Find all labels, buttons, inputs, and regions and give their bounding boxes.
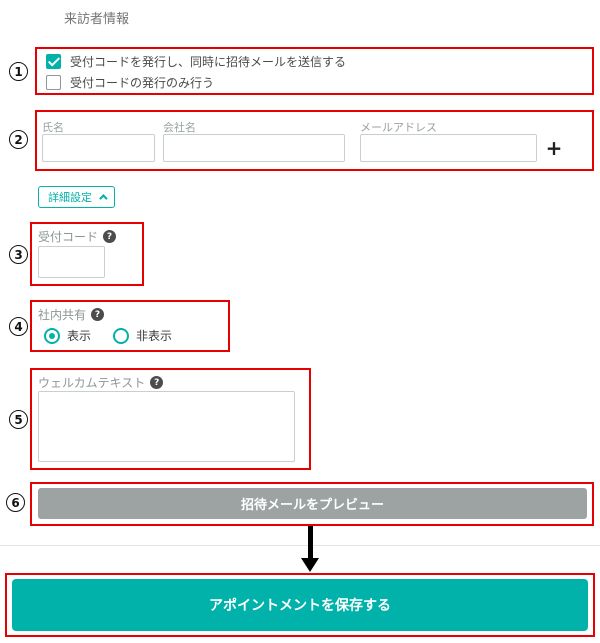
checkbox-label: 受付コードの発行のみ行う bbox=[70, 76, 215, 90]
name-field[interactable] bbox=[42, 134, 155, 162]
reception-code-label: 受付コード bbox=[38, 230, 99, 244]
name-field-label: 氏名 bbox=[42, 121, 64, 134]
internal-share-label: 社内共有 bbox=[38, 308, 87, 322]
annotation-number-2: 2 bbox=[9, 130, 28, 149]
annotation-number-1: 1 bbox=[9, 62, 28, 81]
welcome-text-label: ウェルカムテキスト bbox=[38, 376, 146, 390]
radio-option-hide[interactable]: 非表示 bbox=[113, 327, 172, 344]
checkbox-unchecked-icon[interactable] bbox=[46, 75, 61, 90]
page-title: 来訪者情報 bbox=[64, 12, 130, 27]
company-field[interactable] bbox=[163, 134, 345, 162]
checkbox-issue-code-only[interactable]: 受付コードの発行のみ行う bbox=[46, 74, 214, 91]
annotation-number-4: 4 bbox=[9, 317, 28, 336]
flow-arrow-down bbox=[301, 526, 319, 572]
help-icon[interactable]: ? bbox=[150, 376, 164, 389]
arrow-stem bbox=[308, 526, 313, 559]
annotation-number-5: 5 bbox=[9, 410, 28, 429]
internal-share-label-row: 社内共有 ? bbox=[38, 306, 105, 323]
chevron-up-icon bbox=[99, 194, 108, 203]
welcome-text-field[interactable] bbox=[38, 391, 295, 462]
add-visitor-button[interactable]: + bbox=[543, 136, 565, 160]
email-field-label: メールアドレス bbox=[360, 121, 437, 134]
arrow-head-icon bbox=[301, 558, 319, 572]
radio-unselected-icon[interactable] bbox=[113, 327, 130, 344]
checkbox-checked-icon[interactable] bbox=[46, 54, 61, 69]
reception-code-label-row: 受付コード ? bbox=[38, 228, 117, 245]
save-appointment-button[interactable]: アポイントメントを保存する bbox=[12, 579, 588, 631]
checkbox-issue-code-and-send-mail[interactable]: 受付コードを発行し、同時に招待メールを送信する bbox=[46, 53, 346, 70]
advanced-settings-toggle[interactable]: 詳細設定 bbox=[38, 186, 115, 208]
advanced-settings-label: 詳細設定 bbox=[48, 191, 92, 204]
section-divider bbox=[0, 545, 600, 546]
radio-label: 非表示 bbox=[136, 329, 173, 343]
radio-selected-icon[interactable] bbox=[44, 327, 60, 344]
welcome-text-label-row: ウェルカムテキスト ? bbox=[38, 374, 164, 391]
radio-label: 表示 bbox=[67, 329, 92, 343]
company-field-label: 会社名 bbox=[163, 121, 196, 134]
preview-invitation-mail-button[interactable]: 招待メールをプレビュー bbox=[38, 488, 587, 519]
help-icon[interactable]: ? bbox=[91, 308, 105, 321]
email-field[interactable] bbox=[360, 134, 537, 162]
reception-code-field[interactable] bbox=[38, 246, 105, 278]
annotation-number-3: 3 bbox=[9, 245, 28, 264]
checkbox-label: 受付コードを発行し、同時に招待メールを送信する bbox=[70, 55, 347, 69]
internal-share-radio-group: 表示 非表示 bbox=[44, 327, 172, 344]
radio-option-show[interactable]: 表示 bbox=[44, 327, 91, 344]
annotation-number-6: 6 bbox=[6, 493, 25, 512]
help-icon[interactable]: ? bbox=[103, 230, 117, 243]
